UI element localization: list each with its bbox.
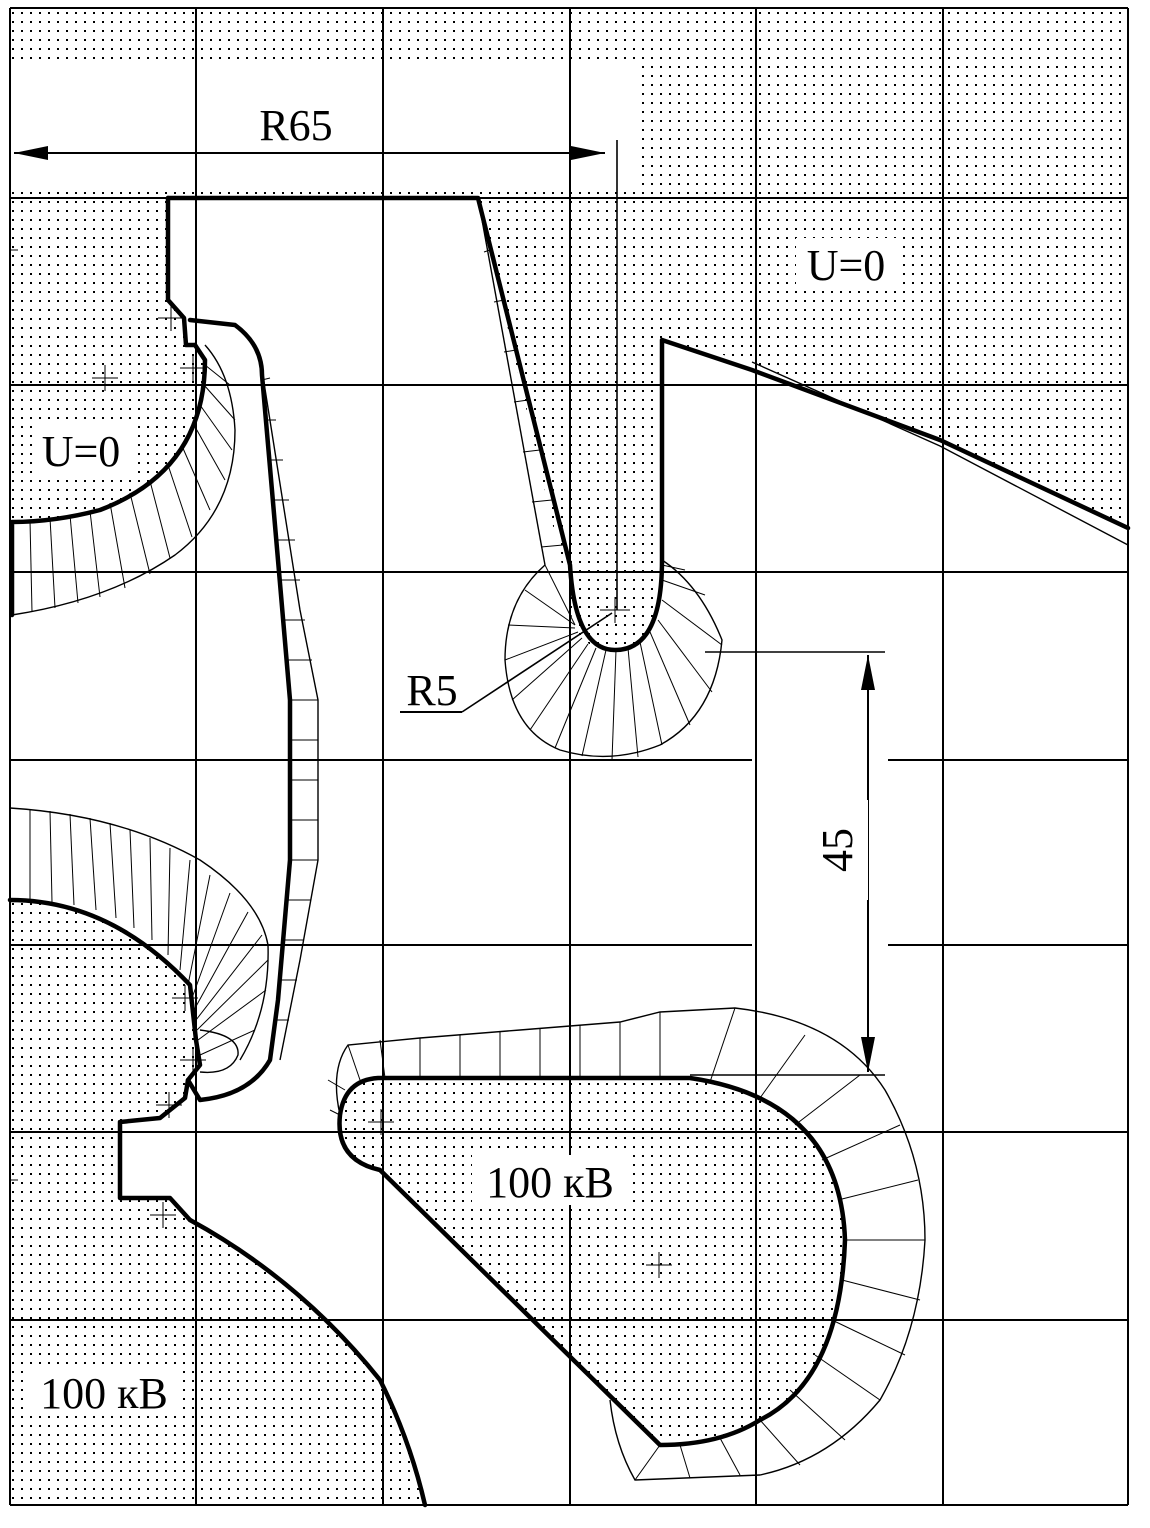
dimension-r65: R65 — [14, 101, 618, 610]
center-marks — [10, 249, 672, 1278]
voltage-lower-left-label: 100 кВ — [40, 1369, 168, 1418]
u0-upper-label: U=0 — [807, 241, 886, 290]
u0-left-label: U=0 — [42, 427, 121, 476]
dimension-r5: R5 — [400, 612, 613, 715]
grid — [9, 7, 1129, 1506]
hv-electrode-center — [339, 1078, 845, 1445]
dimension-45: 45 — [690, 651, 885, 1076]
region-labels: U=0 U=0 100 кВ 100 кВ — [26, 238, 896, 1418]
distance-label: 45 — [813, 828, 862, 872]
r5-label: R5 — [406, 666, 457, 715]
voltage-center-label: 100 кВ — [486, 1158, 614, 1207]
r65-label: R65 — [259, 101, 332, 150]
hv-region-left — [10, 900, 425, 1505]
field-hatching — [9, 197, 926, 1481]
